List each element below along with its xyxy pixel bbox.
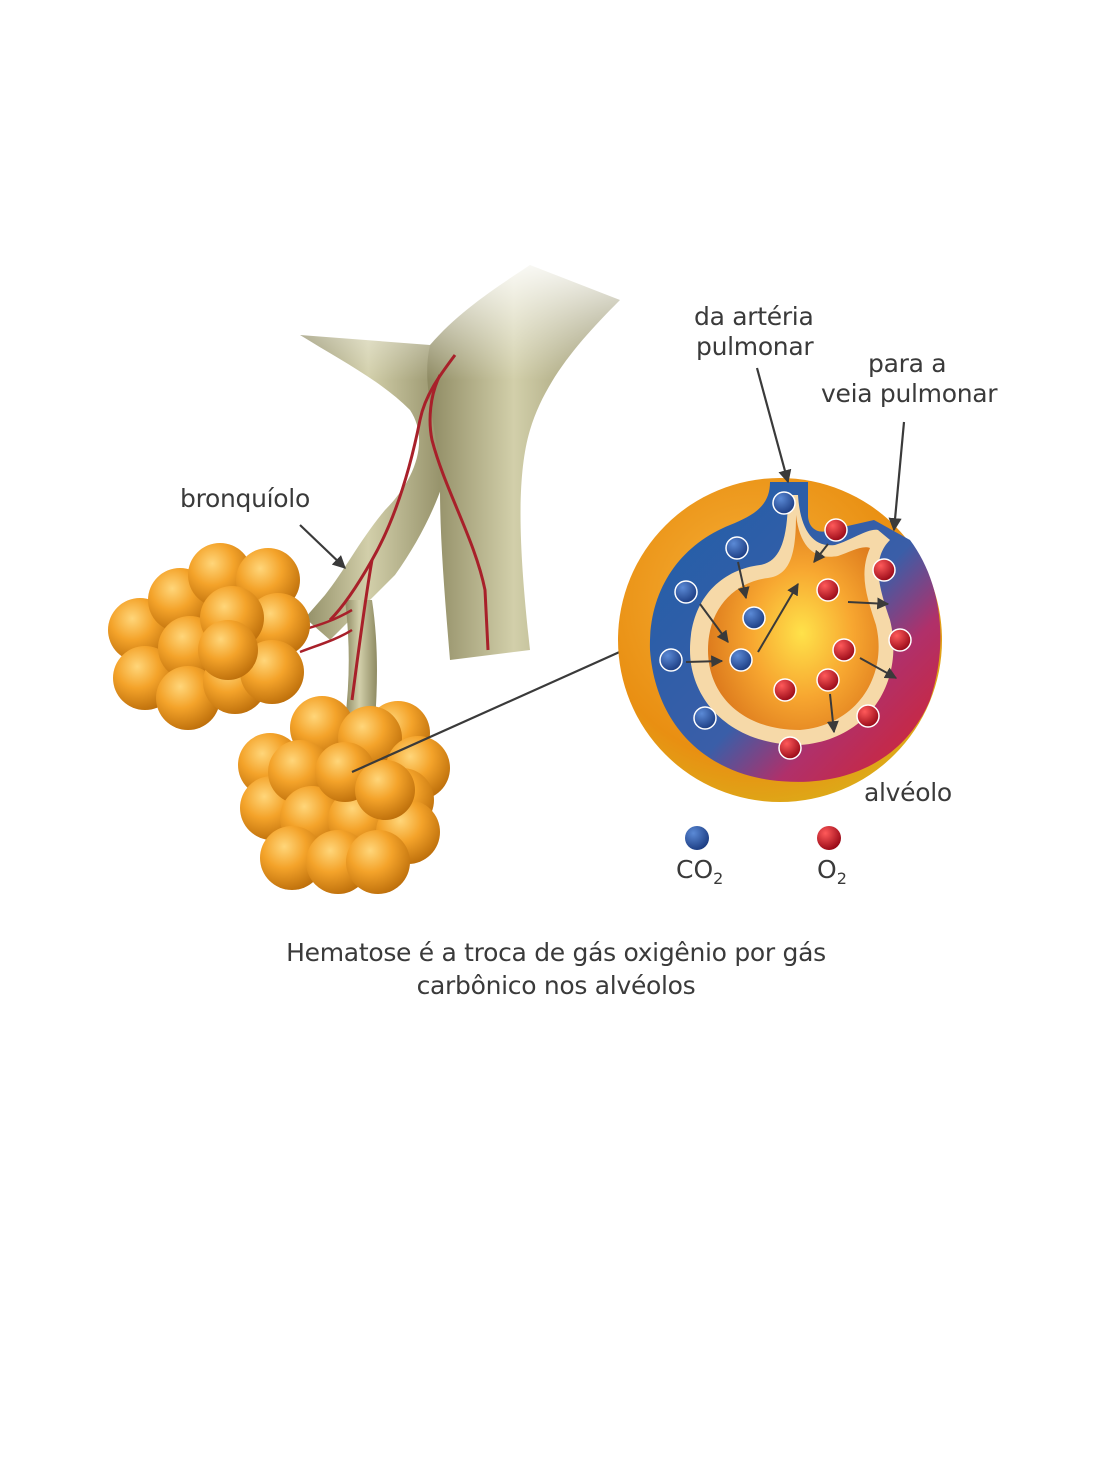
bronchiole-pointer-line <box>300 525 345 568</box>
co2-molecule <box>726 537 748 559</box>
figure-caption: Hematose é a troca de gás oxigênio por g… <box>156 936 956 1002</box>
diffusion-arrow <box>686 661 722 662</box>
bronchiole-tree <box>250 250 670 722</box>
co2-molecule <box>675 581 697 603</box>
o2-molecule <box>833 639 855 661</box>
o2-molecule <box>779 737 801 759</box>
legend-co2-swatch <box>685 826 709 850</box>
co2-molecule <box>694 707 716 729</box>
alveolar-cluster-upper <box>108 543 310 730</box>
caption-line-2: carbônico nos alvéolos <box>156 969 956 1002</box>
bronchiole-lower-stem <box>345 600 377 722</box>
o2-molecule <box>857 705 879 727</box>
alveolus-label: alvéolo <box>864 778 952 807</box>
co2-molecule <box>743 607 765 629</box>
alveolar-cluster-lower <box>238 696 450 894</box>
o2-molecule <box>889 629 911 651</box>
artery-label-line2: pulmonar <box>696 332 814 361</box>
caption-line-1: Hematose é a troca de gás oxigênio por g… <box>156 936 956 969</box>
co2-molecule <box>730 649 752 671</box>
vein-label-line2: veia pulmonar <box>821 379 998 408</box>
o2-molecule <box>817 669 839 691</box>
bronchiole-label: bronquíolo <box>180 484 310 513</box>
vein-label-line1: para a <box>868 349 946 378</box>
legend: CO2 O2 <box>676 826 847 888</box>
alveolus-zoom <box>618 368 942 802</box>
artery-label-line1: da artéria <box>694 302 813 331</box>
o2-molecule <box>774 679 796 701</box>
artery-pointer-line <box>757 368 788 482</box>
o2-molecule <box>825 519 847 541</box>
legend-o2-swatch <box>817 826 841 850</box>
o2-molecule <box>817 579 839 601</box>
o2-molecule <box>873 559 895 581</box>
legend-co2-label: CO2 <box>676 855 723 888</box>
vein-pointer-line <box>894 422 904 530</box>
legend-o2-label: O2 <box>817 855 847 888</box>
co2-molecule <box>660 649 682 671</box>
co2-molecule <box>773 492 795 514</box>
